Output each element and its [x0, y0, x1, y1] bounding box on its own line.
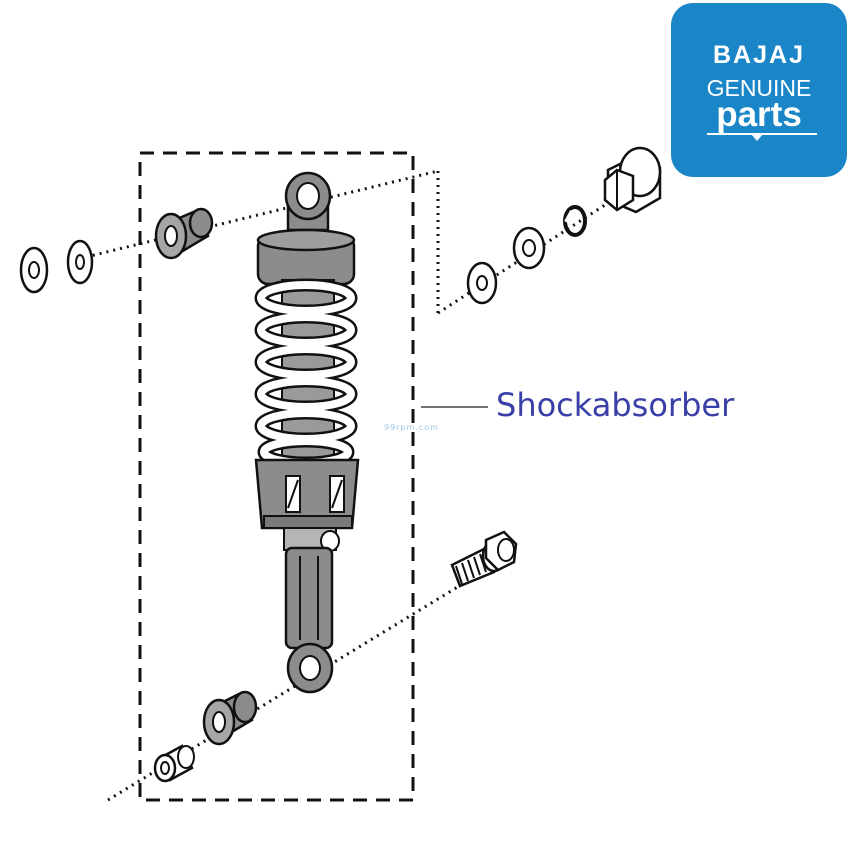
logo-line-genuine: GENUINE [706, 75, 812, 101]
shock-absorber-label: Shockabsorber [496, 386, 735, 424]
upper-right-washer [512, 226, 546, 270]
shock-absorber [254, 171, 360, 694]
spring-lock-washer [563, 205, 587, 237]
cap-nut [603, 146, 662, 214]
mounting-bolt [450, 530, 518, 588]
logo-line-parts: parts [716, 95, 802, 134]
upper-left-washer-inner [66, 239, 94, 285]
logo-brand: BAJAJ [713, 41, 805, 69]
upper-rubber-bushing [154, 207, 214, 260]
upper-right-flat-washer [466, 261, 498, 305]
logo-pointer-icon [751, 134, 763, 141]
watermark: 99rpm.com [384, 423, 439, 432]
lower-rubber-bushing [202, 690, 258, 746]
upper-left-washer-outer [19, 246, 49, 294]
bajaj-genuine-parts-logo: BAJAJ GENUINE parts [671, 3, 847, 177]
lower-collar [153, 744, 195, 783]
